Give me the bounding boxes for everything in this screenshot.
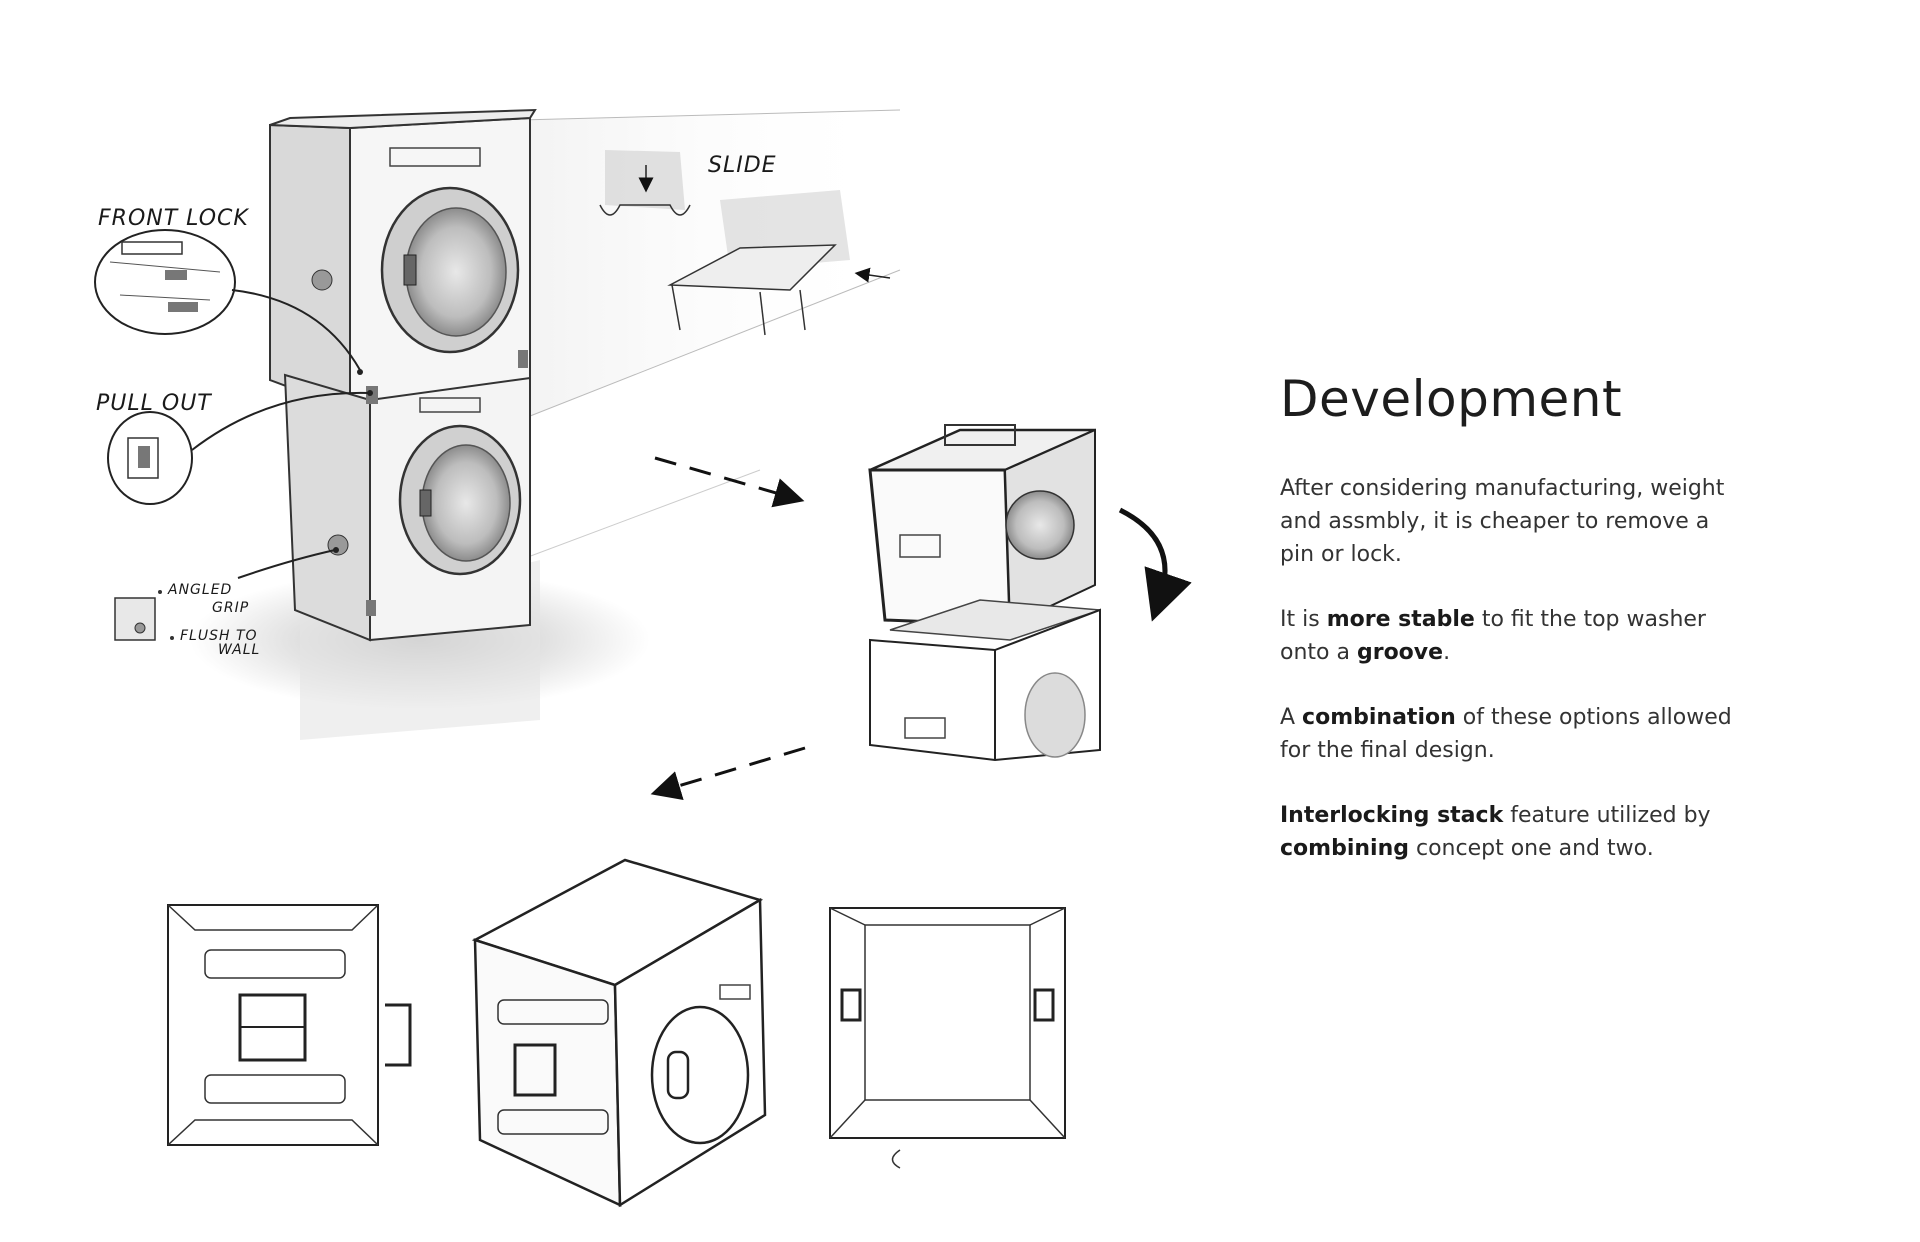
paragraph-2-bold-stable: more stable — [1326, 607, 1475, 632]
final-design-views — [167, 858, 1066, 1208]
paragraph-3: A combination of these options allowed f… — [1280, 701, 1740, 767]
paragraph-4-text-b: feature utilized by — [1503, 803, 1711, 828]
front-lock-callout: FRONT LOCK — [94, 206, 363, 375]
label-flush-to: FLUSH TO — [180, 628, 258, 644]
paragraph-2-text-e: . — [1443, 640, 1451, 665]
label-slide: SLIDE — [708, 153, 777, 178]
paragraph-3-text-c: of these options allowed for the final d… — [1280, 705, 1732, 763]
development-panel: Development After considering manufactur… — [1280, 370, 1740, 897]
interlock-sketch — [868, 424, 1192, 762]
pull-out-callout: PULL OUT — [96, 390, 373, 505]
paragraph-1: After considering manufacturing, weight … — [1280, 476, 1725, 567]
flow-arrows — [650, 456, 806, 801]
angled-grip-callout: ANGLED GRIP FLUSH TO WALL — [114, 547, 339, 658]
paragraph-4-bold-interlocking: Interlocking stack — [1280, 803, 1504, 828]
paragraph-2-text-c: to fit the top washer onto a — [1280, 607, 1706, 665]
label-wall: WALL — [218, 642, 260, 658]
paragraph-3-bold-combination: combination — [1302, 705, 1456, 730]
development-title: Development — [1280, 370, 1623, 428]
label-angled: ANGLED — [167, 582, 232, 598]
paragraph-2-bold-groove: groove — [1356, 640, 1444, 665]
paragraph-2-text-a: It is — [1280, 607, 1327, 632]
paragraph-4-text-d: concept one and two. — [1408, 836, 1654, 861]
stacked-washers-sketch — [190, 108, 901, 740]
slide-sketch: SLIDE — [599, 150, 891, 336]
paragraph-3-text-a: A — [1280, 705, 1303, 730]
label-front-lock: FRONT LOCK — [98, 206, 249, 231]
paragraph-4: Interlocking stack feature utilized by c… — [1280, 799, 1740, 865]
paragraph-2: It is more stable to fit the top washer … — [1280, 603, 1740, 669]
label-grip: GRIP — [212, 600, 249, 616]
paragraph-4-bold-combining: combining — [1280, 836, 1409, 861]
